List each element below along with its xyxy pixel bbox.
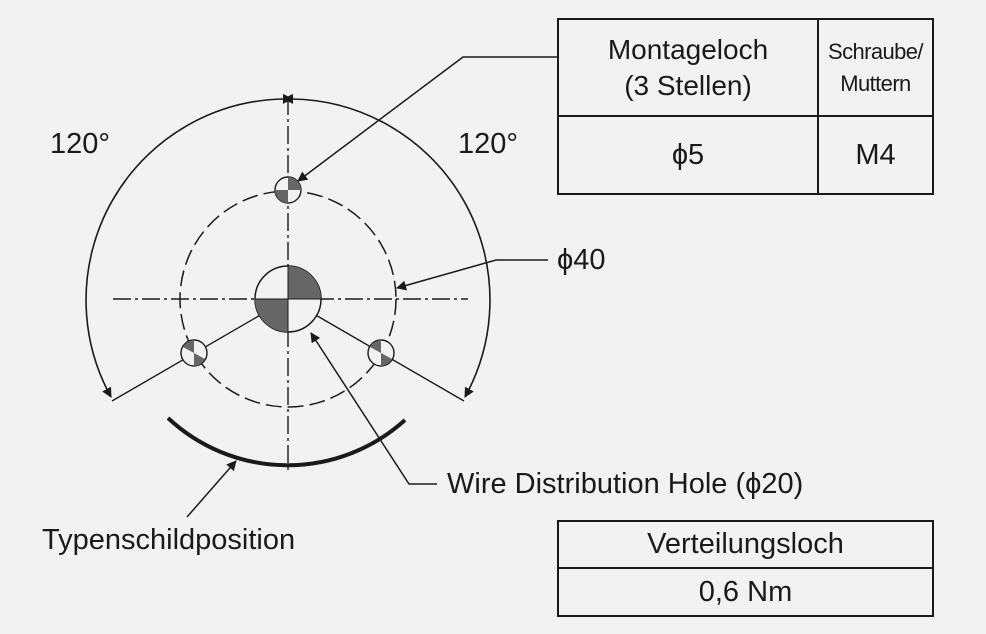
angle-label-right: 120° <box>458 128 518 160</box>
mounting-table-value-row: ϕ5 M4 <box>557 115 934 195</box>
header-mounting-hole-line2: (3 Stellen) <box>624 69 752 101</box>
leader-nameplate <box>186 460 237 518</box>
torque-header: Verteilungsloch <box>557 520 934 569</box>
header-screw-line1: Schraube/ <box>828 38 923 64</box>
header-mounting-hole-line1: Montageloch <box>607 33 769 65</box>
bolt-circle-dimension: ϕ40 <box>557 244 606 276</box>
mounting-hole-table: Montageloch (3 Stellen) Schraube/ Mutter… <box>557 18 934 195</box>
wire-hole-label: Wire Distribution Hole (ϕ20) <box>447 468 804 500</box>
mounting-table-header-row: Montageloch (3 Stellen) Schraube/ Mutter… <box>557 18 934 117</box>
nameplate-arc <box>166 416 407 468</box>
wire-distribution-hole <box>254 265 322 333</box>
angle-arc-right <box>282 93 491 398</box>
header-screw-line2: Muttern <box>840 70 911 96</box>
torque-value: 0,6 Nm <box>557 567 934 617</box>
mounting-hole-top <box>274 176 302 204</box>
mounting-hole-left <box>180 339 208 367</box>
angle-label-left: 120° <box>50 128 110 160</box>
leader-lines <box>186 56 557 518</box>
screw-size-value: M4 <box>817 115 934 195</box>
leader-bolt-circle <box>396 259 548 291</box>
leader-mounting-hole <box>297 56 557 182</box>
torque-table-header-row: Verteilungsloch <box>557 520 934 569</box>
torque-table-value-row: 0,6 Nm <box>557 567 934 617</box>
hole-diameter-value: ϕ5 <box>557 115 819 195</box>
torque-table: Verteilungsloch 0,6 Nm <box>557 520 934 617</box>
leader-wire-hole <box>310 332 437 485</box>
angle-arc-left <box>85 93 294 398</box>
nameplate-label: Typenschildposition <box>42 524 296 556</box>
angle-arcs <box>85 93 491 398</box>
header-mounting-hole: Montageloch (3 Stellen) <box>557 18 819 117</box>
header-screw-nut: Schraube/ Muttern <box>817 18 934 117</box>
mounting-hole-right <box>367 339 395 367</box>
